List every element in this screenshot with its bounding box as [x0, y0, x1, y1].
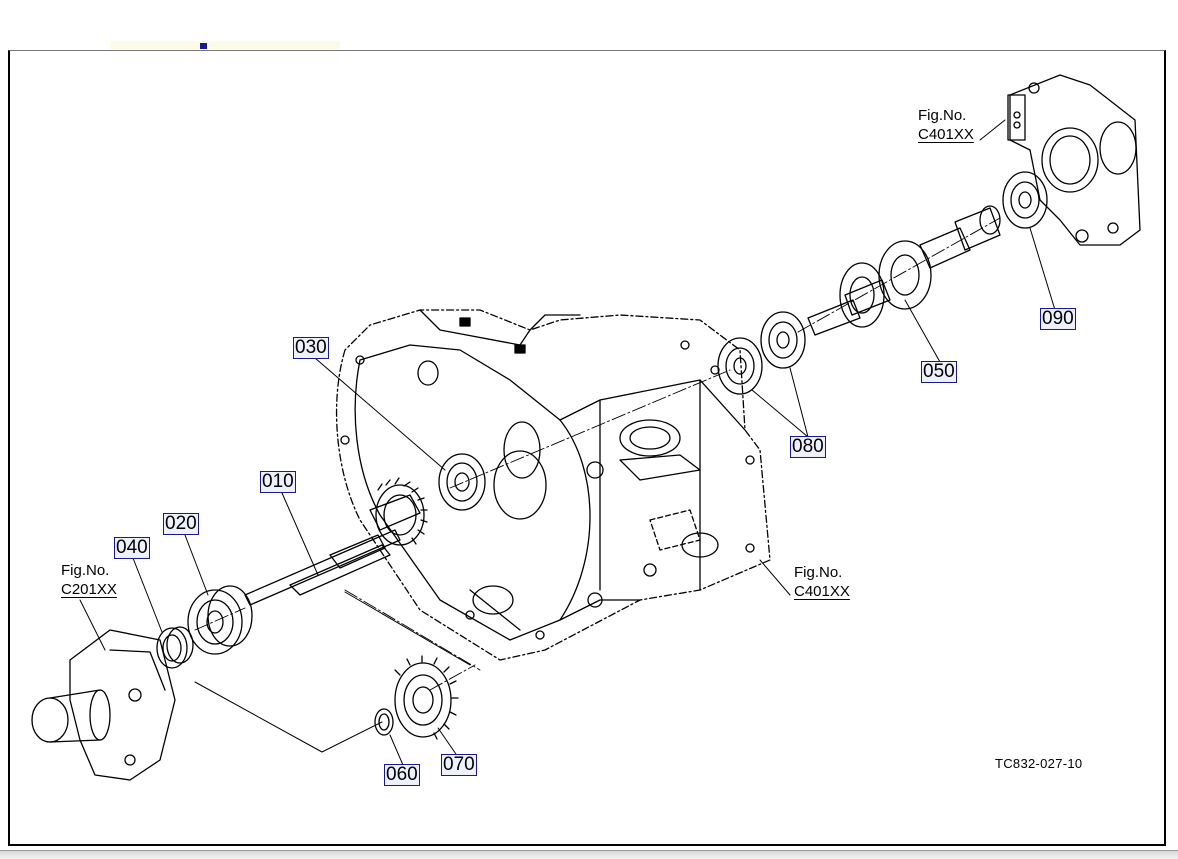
input-shaft: [244, 477, 428, 606]
callout-010[interactable]: 010: [260, 471, 296, 493]
figure-ref-label: Fig.No.: [918, 107, 967, 124]
callout-060[interactable]: 060: [384, 764, 420, 786]
callout-080[interactable]: 080: [790, 436, 826, 458]
callout-020[interactable]: 020: [163, 513, 199, 535]
countershaft-050: [807, 205, 1001, 336]
rear-case-section: [1007, 74, 1141, 246]
circlip-060: [374, 708, 394, 736]
callout-050[interactable]: 050: [921, 361, 957, 383]
drawing-number: TC832-027-10: [995, 756, 1083, 771]
gear-070: [394, 655, 459, 740]
bearing-030: [438, 453, 486, 511]
bearing-090: [1002, 171, 1048, 229]
figure-ref-code[interactable]: C201XX: [61, 581, 117, 598]
front-cover-housing: [31, 629, 176, 781]
figure-ref-label: Fig.No.: [61, 562, 110, 579]
clipped-header-fragment: [110, 41, 340, 49]
figure-ref-code[interactable]: C401XX: [794, 583, 850, 600]
callout-030[interactable]: 030: [293, 337, 329, 359]
oil-seal-040: [156, 626, 194, 669]
figure-ref-middle-right[interactable]: Fig.No. C401XX: [794, 563, 850, 601]
figure-ref-top-right[interactable]: Fig.No. C401XX: [918, 106, 974, 144]
bearing-020: [187, 585, 253, 655]
transmission-case: [335, 309, 771, 661]
callout-070[interactable]: 070: [441, 754, 477, 776]
callout-040[interactable]: 040: [114, 537, 150, 559]
leader-lines: [79, 119, 1056, 766]
window-bottom-scrollbar[interactable]: [0, 850, 1178, 859]
figure-ref-code[interactable]: C401XX: [918, 126, 974, 143]
bearings-080: [717, 311, 806, 395]
drawing-sheet: [8, 50, 1166, 846]
center-lines: [194, 217, 1001, 691]
callout-090[interactable]: 090: [1040, 308, 1076, 330]
figure-ref-left[interactable]: Fig.No. C201XX: [61, 561, 117, 599]
figure-ref-label: Fig.No.: [794, 564, 843, 581]
